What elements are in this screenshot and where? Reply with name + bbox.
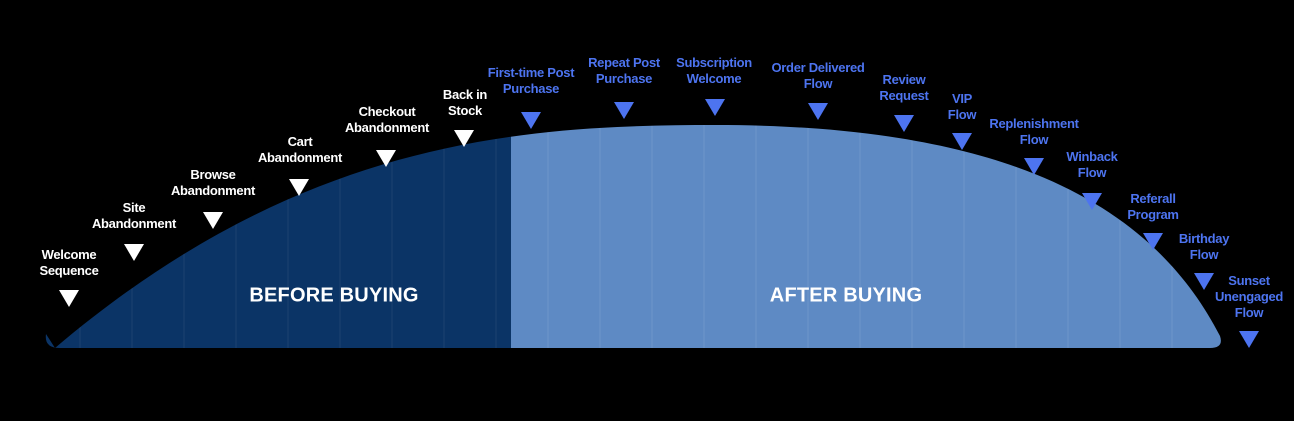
- stage-label-back-in-stock: Back in Stock: [442, 87, 488, 118]
- stage-marker-referall-program: [1143, 233, 1163, 250]
- stage-label-review-request: Review Request: [879, 72, 929, 103]
- stage-marker-browse-abandonment: [203, 212, 223, 229]
- stage-marker-repeat-post-purchase: [614, 102, 634, 119]
- after-buying-label: AFTER BUYING: [769, 284, 923, 307]
- stage-label-order-delivered-flow: Order Delivered Flow: [771, 60, 865, 91]
- stage-marker-replenishment-flow: [1024, 158, 1044, 175]
- stage-label-subscription-welcome: Subscription Welcome: [676, 55, 752, 86]
- stage-marker-site-abandonment: [124, 244, 144, 261]
- stage-marker-birthday-flow: [1194, 273, 1214, 290]
- stage-label-browse-abandonment: Browse Abandonment: [170, 167, 256, 198]
- stage-marker-order-delivered-flow: [808, 103, 828, 120]
- before-buying-label: BEFORE BUYING: [249, 284, 419, 307]
- stage-label-repeat-post-purchase: Repeat Post Purchase: [588, 55, 660, 86]
- stage-label-birthday-flow: Birthday Flow: [1178, 231, 1230, 262]
- stage-label-winback-flow: Winback Flow: [1066, 149, 1118, 180]
- stage-marker-back-in-stock: [454, 130, 474, 147]
- stage-marker-subscription-welcome: [705, 99, 725, 116]
- stage-label-vip-flow: VIP Flow: [947, 91, 977, 122]
- stage-label-first-time-post-purchase: First-time Post Purchase: [487, 65, 575, 96]
- stage-label-replenishment-flow: Replenishment Flow: [989, 116, 1079, 147]
- before-buying-region: [45, 125, 511, 348]
- stage-marker-first-time-post-purchase: [521, 112, 541, 129]
- stage-label-referall-program: Referall Program: [1127, 191, 1179, 222]
- stage-label-welcome-sequence: Welcome Sequence: [39, 247, 99, 278]
- stage-marker-welcome-sequence: [59, 290, 79, 307]
- stage-marker-cart-abandonment: [289, 179, 309, 196]
- stage-marker-review-request: [894, 115, 914, 132]
- stage-label-sunset-unengaged-flow: Sunset Unengaged Flow: [1214, 273, 1284, 320]
- stage-label-site-abandonment: Site Abandonment: [91, 200, 177, 231]
- stage-marker-checkout-abandonment: [376, 150, 396, 167]
- stage-marker-sunset-unengaged-flow: [1239, 331, 1259, 348]
- stage-label-checkout-abandonment: Checkout Abandonment: [344, 104, 430, 135]
- stage-marker-vip-flow: [952, 133, 972, 150]
- stage-marker-winback-flow: [1082, 193, 1102, 210]
- stage-label-cart-abandonment: Cart Abandonment: [257, 134, 343, 165]
